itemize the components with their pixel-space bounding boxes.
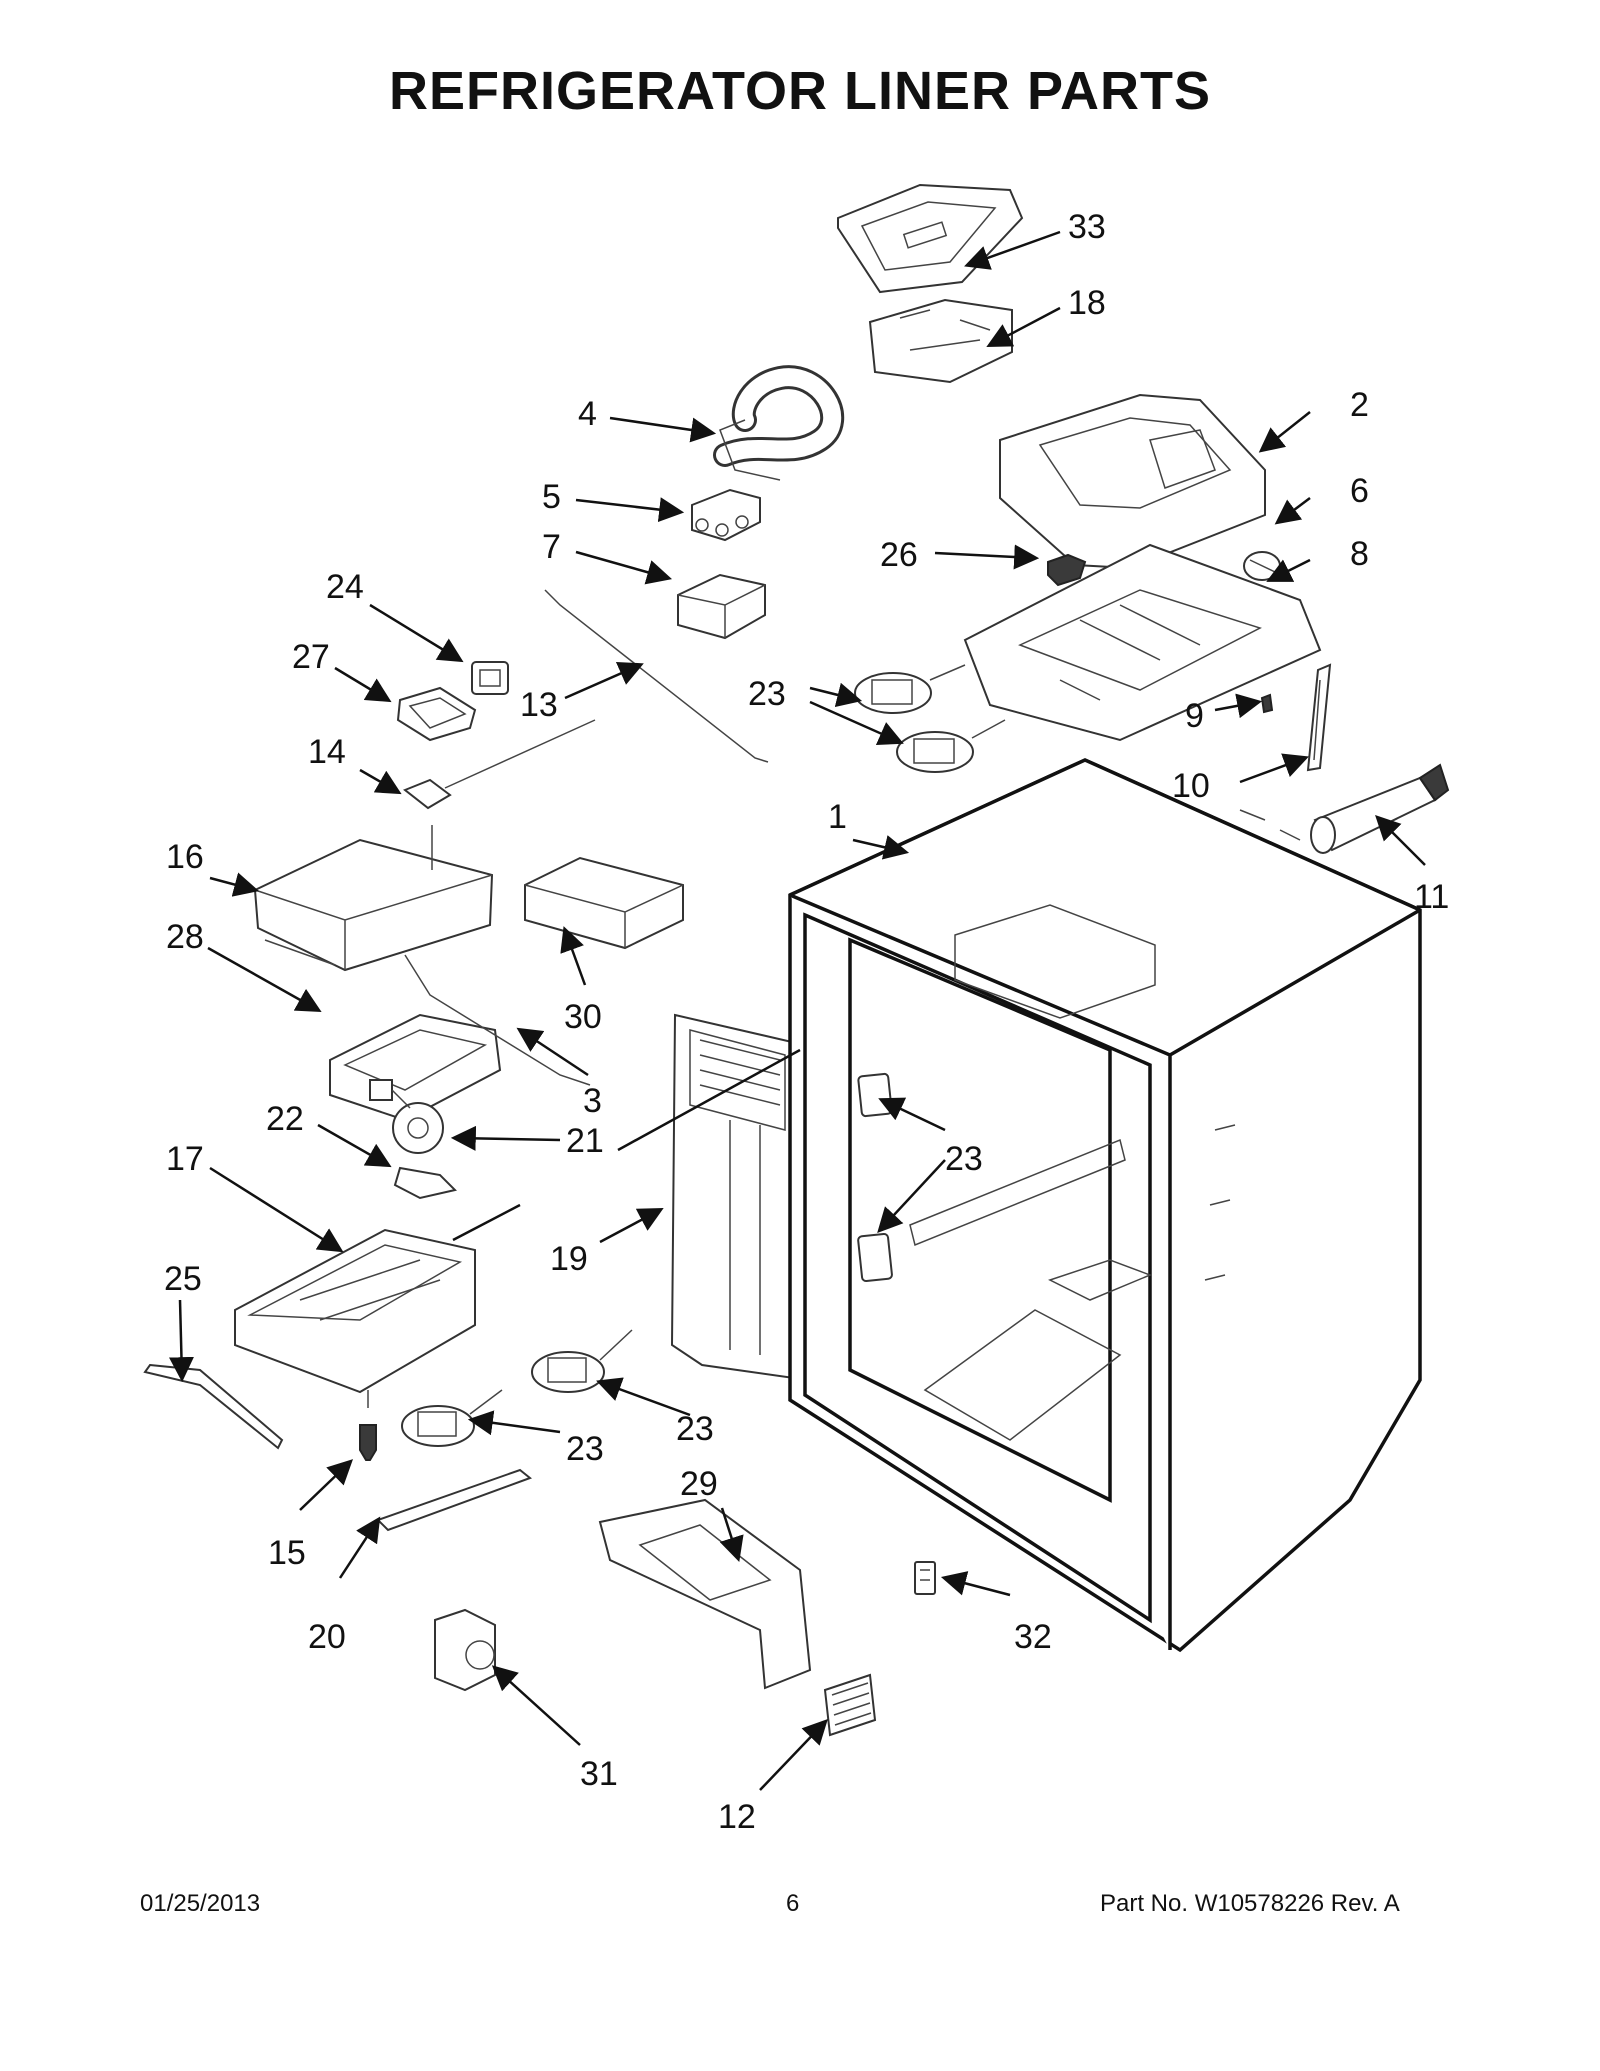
- callout-23-right: 23: [676, 1410, 714, 1448]
- part-filter: [1310, 763, 1450, 854]
- callout-23-top: 23: [748, 675, 786, 713]
- callout-30: 30: [564, 998, 602, 1036]
- callout-8: 8: [1350, 535, 1369, 573]
- callout-25: 25: [164, 1260, 202, 1298]
- part-air-duct: [670, 1013, 810, 1382]
- callout-22: 22: [266, 1100, 304, 1138]
- callout-labels: 33 18 4 2 5 6 7 26 8 24 27 13 23 9 10 14…: [164, 208, 1449, 1836]
- part-lower-housing: [234, 1228, 476, 1408]
- callout-12: 12: [718, 1798, 756, 1836]
- part-thermistor: [404, 954, 591, 1086]
- part-switch: [914, 1561, 936, 1595]
- callout-31: 31: [580, 1755, 618, 1793]
- callout-15: 15: [268, 1534, 306, 1572]
- part-screw-bottom: [359, 1424, 377, 1461]
- callout-32: 32: [1014, 1618, 1052, 1656]
- part-upper-housing: [999, 393, 1266, 570]
- callout-10: 10: [1172, 767, 1210, 805]
- leader-lines: [168, 230, 1426, 1791]
- callout-16: 16: [166, 838, 204, 876]
- callout-21: 21: [566, 1122, 604, 1160]
- part-rod: [544, 589, 769, 763]
- part-damper: [434, 1608, 496, 1692]
- callout-23-liner: 23: [945, 1140, 983, 1178]
- callout-3: 3: [583, 1082, 602, 1120]
- part-grommet: [471, 661, 509, 695]
- callout-4: 4: [578, 395, 597, 433]
- callout-17: 17: [166, 1140, 204, 1178]
- callout-5: 5: [542, 478, 561, 516]
- callout-9: 9: [1185, 697, 1204, 735]
- callout-20: 20: [308, 1618, 346, 1656]
- page-title: REFRIGERATOR LINER PARTS: [388, 61, 1212, 121]
- callout-2: 2: [1350, 386, 1369, 424]
- callout-18: 18: [1068, 284, 1106, 322]
- part-trim: [143, 1363, 284, 1450]
- callout-29: 29: [680, 1465, 718, 1503]
- part-clip: [1047, 553, 1087, 587]
- part-water-tube: [713, 365, 845, 481]
- part-sensor-pad: [403, 719, 596, 810]
- part-bracket-assembly: [598, 1498, 812, 1690]
- part-bracket: [1306, 663, 1332, 772]
- part-fan-motor: [369, 1079, 444, 1154]
- part-seal: [393, 1166, 457, 1200]
- divider-lines: [452, 1048, 801, 1242]
- callout-14: 14: [308, 733, 346, 771]
- callout-1: 1: [828, 798, 847, 836]
- footer-part-number: Part No. W10578226 Rev. A: [1100, 1890, 1400, 1917]
- part-light-assembly-right: [531, 1329, 633, 1393]
- callout-13: 13: [520, 686, 558, 724]
- part-cover-plate: [963, 543, 1322, 742]
- part-light-assembly-top: [854, 664, 1006, 773]
- part-filter-head: [1243, 551, 1281, 581]
- part-control-housing: [837, 183, 1024, 294]
- callout-7: 7: [542, 528, 561, 566]
- part-valve: [691, 488, 761, 542]
- part-cover: [677, 573, 766, 640]
- callout-11: 11: [1414, 878, 1449, 916]
- callout-28: 28: [166, 918, 204, 956]
- part-liner: [788, 758, 1422, 1653]
- part-screw: [1260, 693, 1274, 714]
- part-control-board: [868, 298, 1013, 384]
- part-cover-box: [524, 856, 684, 950]
- part-gasket: [396, 686, 477, 742]
- callout-26: 26: [880, 536, 918, 574]
- callout-23-left: 23: [566, 1430, 604, 1468]
- part-heater: [376, 1468, 533, 1532]
- footer-date: 01/25/2013: [140, 1890, 261, 1917]
- callout-19: 19: [550, 1240, 588, 1278]
- part-grille: [823, 1673, 877, 1737]
- callout-33: 33: [1068, 208, 1106, 246]
- callout-24: 24: [326, 568, 364, 606]
- callout-27: 27: [292, 638, 330, 676]
- footer-page-number: 6: [786, 1890, 800, 1917]
- callout-6: 6: [1350, 472, 1369, 510]
- part-control-module: [253, 825, 494, 972]
- part-light-assembly-left: [401, 1389, 503, 1447]
